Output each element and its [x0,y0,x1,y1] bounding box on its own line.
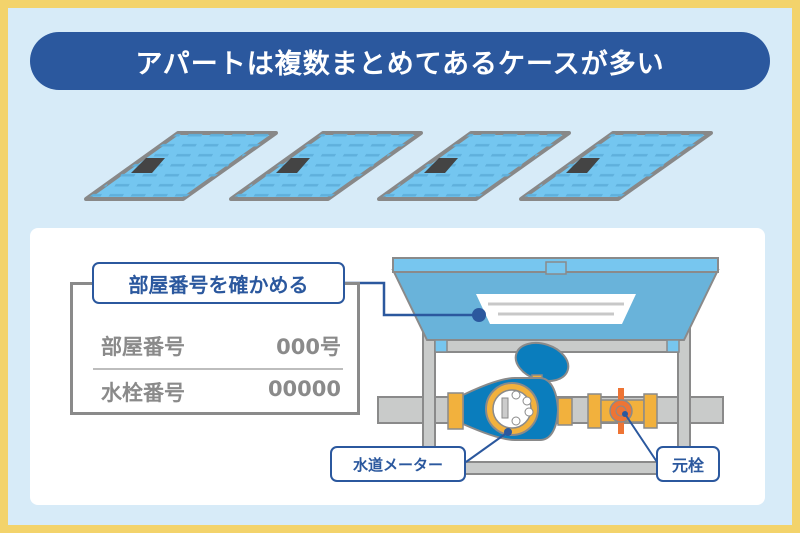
meter-box-cover [519,131,713,201]
page-title: アパートは複数まとめてあるケースが多い [30,32,770,90]
info-row-value: 00000 [267,377,341,401]
meter-box-cover [229,131,423,201]
info-row-value: 000号 [276,335,341,359]
check-room-number-label: 部屋番号を確かめる [92,262,345,304]
info-row-faucet-number: 水栓番号 00000 [101,377,341,407]
room-info-card: 部屋番号 000号 水栓番号 00000 [70,282,360,415]
main-valve-callout: 元栓 [656,446,720,482]
info-row-label: 部屋番号 [101,335,185,359]
water-meter [447,341,573,441]
meter-box-covers [84,131,713,201]
main-valve [587,388,658,434]
info-row-label: 水栓番号 [101,381,185,405]
connector-dot [472,308,486,322]
water-meter-callout: 水道メーター [330,446,466,482]
meter-box-cover [84,131,278,201]
meter-box-lid [391,257,720,353]
info-row-room-number: 部屋番号 000号 [101,331,341,361]
divider [93,368,343,370]
meter-box-cover [377,131,571,201]
